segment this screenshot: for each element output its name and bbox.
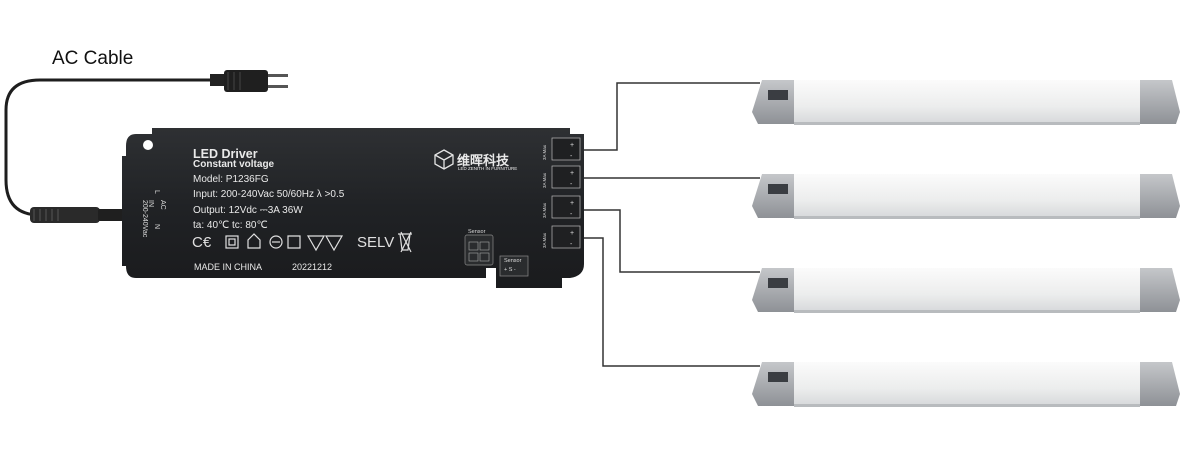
output-wire-1 xyxy=(590,82,760,151)
driver-brand-name: 维晖科技 xyxy=(457,153,510,168)
input-mark-n: N xyxy=(153,224,160,230)
input-mark-ac: AC xyxy=(159,200,166,210)
driver-model: Model: P1236FG xyxy=(193,174,269,185)
led-bar-light-1 xyxy=(752,78,1182,128)
led-driver-body: + - + - + - + - xyxy=(122,128,584,288)
svg-text:-: - xyxy=(570,211,573,218)
led-bar-light-2 xyxy=(752,172,1182,222)
driver-subtitle: Constant voltage xyxy=(193,159,275,170)
svg-text:+: + xyxy=(570,170,574,177)
svg-text:+: + xyxy=(570,230,574,237)
ac-cable-caption: AC Cable xyxy=(52,48,134,69)
ac-cable-wire xyxy=(4,78,215,217)
ce-mark-icon: C€ xyxy=(192,234,212,251)
driver-title: LED Driver xyxy=(193,147,258,161)
driver-date-code: 20221212 xyxy=(292,262,333,272)
svg-text:+: + xyxy=(570,200,574,207)
driver-output-spec: Output: 12Vdc ⎓3A 36W xyxy=(193,205,303,216)
led-bar-light-4 xyxy=(752,360,1182,410)
input-mark-in: IN xyxy=(147,200,154,207)
sensor-terminal-pins: + S - xyxy=(504,267,516,273)
driver-temperature-spec: ta: 40℃ tc: 80℃ xyxy=(193,220,268,231)
svg-text:+: + xyxy=(570,142,574,149)
port-rating-4: 3A Max xyxy=(542,232,547,248)
svg-text:-: - xyxy=(570,153,573,160)
port-rating-3: 3A Max xyxy=(542,202,547,218)
ac-plug xyxy=(210,70,288,92)
sensor-terminal-label: Sensor xyxy=(504,258,522,264)
input-terminal-labels: L AC IN N 200-240Vac xyxy=(141,188,178,258)
led-bar-light-3 xyxy=(752,266,1182,316)
ac-cable-connector xyxy=(30,207,124,223)
output-wire-3 xyxy=(590,209,760,273)
input-mark-l: L xyxy=(153,190,160,194)
input-rating: 200-240Vac xyxy=(141,200,148,238)
driver-made-in: MADE IN CHINA xyxy=(194,262,263,272)
led-driver: +- +- +- +- LED Driver Constant voltage … xyxy=(122,128,598,288)
output-wire-4 xyxy=(590,237,760,367)
brand-logo-icon xyxy=(434,149,454,170)
driver-input-spec: Input: 200-240Vac 50/60Hz λ >0.5 xyxy=(193,189,345,200)
svg-text:-: - xyxy=(570,181,573,188)
sensor-port-label: Sensor xyxy=(468,229,486,235)
driver-brand-tagline: LED ZENITH IN FURNITURE xyxy=(458,166,518,171)
svg-text:-: - xyxy=(570,241,573,248)
port-rating-1: 3A Max xyxy=(542,144,547,160)
selv-mark: SELV xyxy=(357,234,395,251)
port-rating-2: 3A Max xyxy=(542,172,547,188)
